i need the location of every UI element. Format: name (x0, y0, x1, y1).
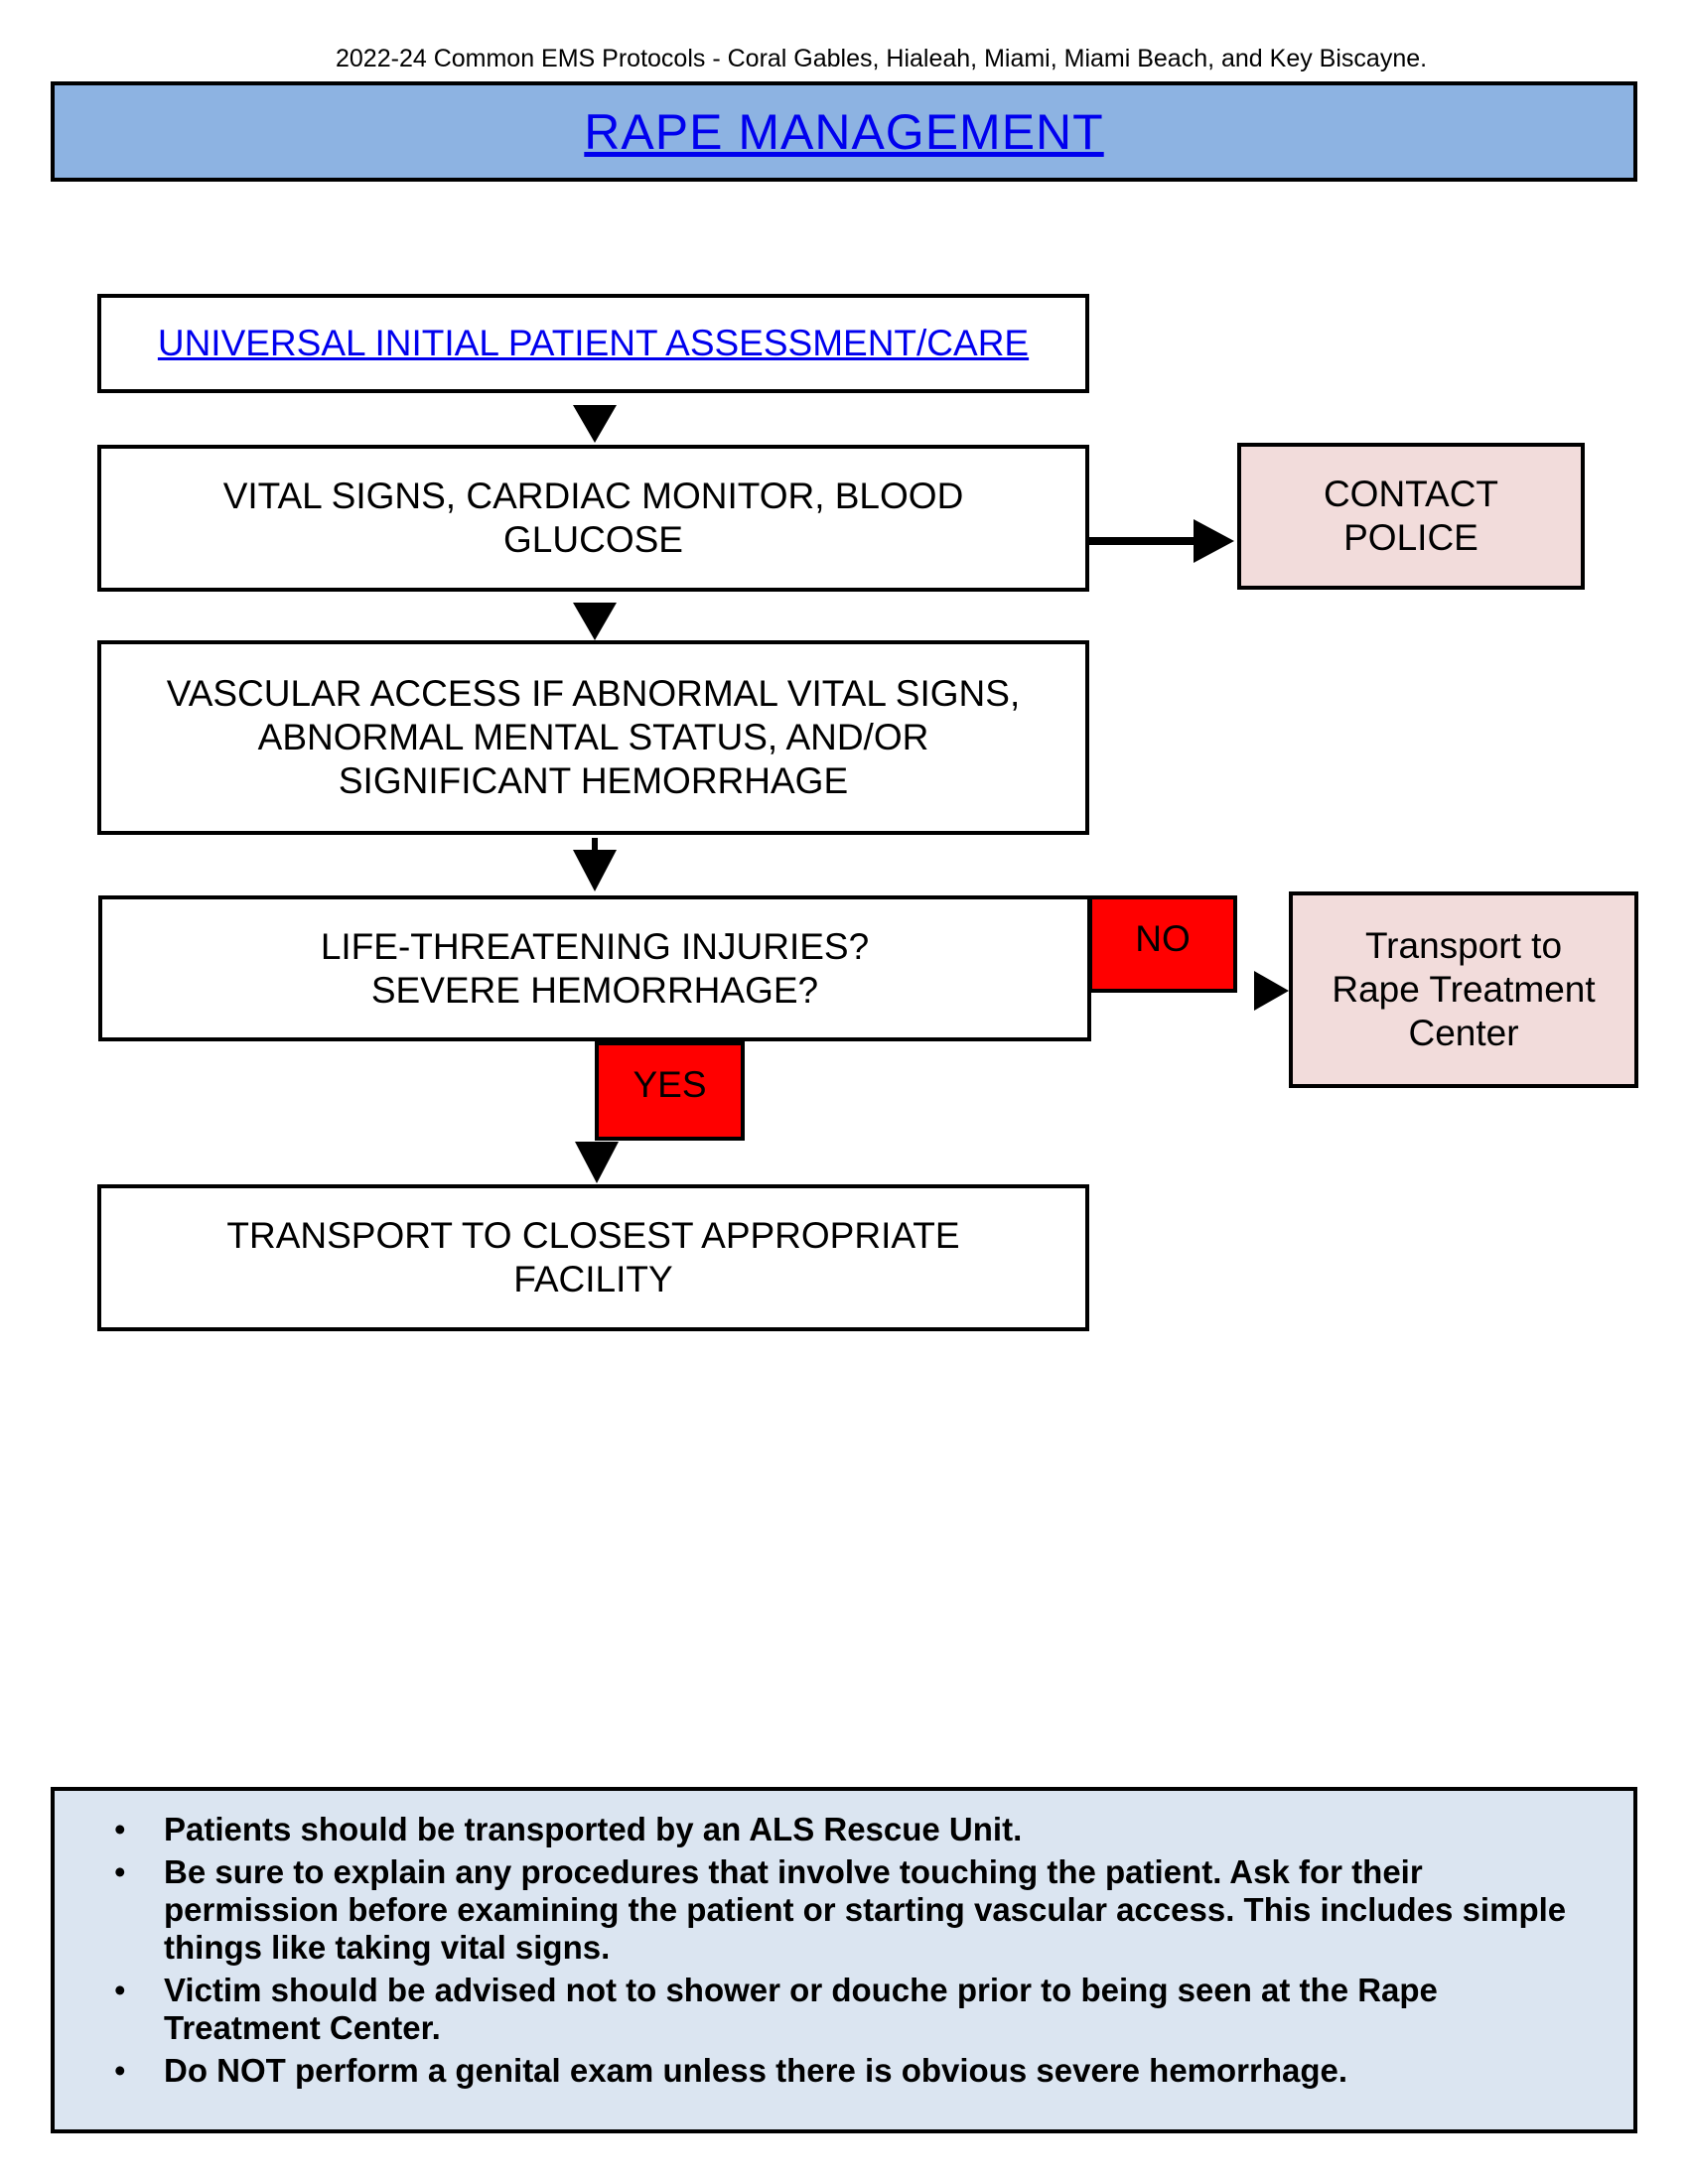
no-label: NO (1088, 895, 1237, 993)
arrow-down-icon (573, 850, 617, 891)
protocol-header: 2022-24 Common EMS Protocols - Coral Gab… (336, 45, 1428, 72)
arrow-right-icon (1254, 971, 1289, 1011)
yes-label: YES (595, 1041, 745, 1141)
bullet-icon: • (114, 2052, 126, 2089)
initial-assessment-box: UNIVERSAL INITIAL PATIENT ASSESSMENT/CAR… (97, 294, 1089, 393)
note-item: • Victim should be advised not to shower … (114, 1972, 1594, 2047)
note-text: Patients should be transported by an ALS… (164, 1811, 1023, 1847)
arrow-down-icon (573, 405, 617, 443)
bullet-icon: • (114, 1853, 126, 1890)
arrow-stem (592, 838, 598, 852)
note-text: Victim should be advised not to shower o… (164, 1972, 1438, 2046)
notes-panel: • Patients should be transported by an AL… (51, 1787, 1637, 2133)
rape-treatment-center-box: Transport to Rape Treatment Center (1289, 891, 1638, 1088)
life-threatening-question-box: LIFE-THREATENING INJURIES? SEVERE HEMORR… (98, 895, 1091, 1041)
arrow-right-icon (1194, 519, 1234, 563)
notes-list: • Patients should be transported by an AL… (114, 1811, 1594, 2090)
note-text: Do NOT perform a genital exam unless the… (164, 2052, 1348, 2089)
bullet-icon: • (114, 1811, 126, 1847)
note-text: Be sure to explain any procedures that i… (164, 1853, 1567, 1966)
vital-signs-box: VITAL SIGNS, CARDIAC MONITOR, BLOOD GLUC… (97, 445, 1089, 592)
title-bar: RAPE MANAGEMENT (51, 81, 1637, 182)
note-item: • Be sure to explain any procedures that … (114, 1853, 1594, 1967)
note-item: • Do NOT perform a genital exam unless th… (114, 2052, 1594, 2090)
arrow-stem (1088, 537, 1197, 545)
arrow-down-icon (575, 1142, 619, 1183)
initial-assessment-link[interactable]: UNIVERSAL INITIAL PATIENT ASSESSMENT/CAR… (157, 323, 1030, 363)
arrow-down-icon (573, 603, 617, 640)
vascular-access-box: VASCULAR ACCESS IF ABNORMAL VITAL SIGNS,… (97, 640, 1089, 835)
page-title-link[interactable]: RAPE MANAGEMENT (584, 103, 1104, 160)
transport-closest-facility-box: TRANSPORT TO CLOSEST APPROPRIATE FACILIT… (97, 1184, 1089, 1331)
contact-police-box: CONTACT POLICE (1237, 443, 1585, 590)
bullet-icon: • (114, 1972, 126, 2008)
note-item: • Patients should be transported by an AL… (114, 1811, 1594, 1848)
